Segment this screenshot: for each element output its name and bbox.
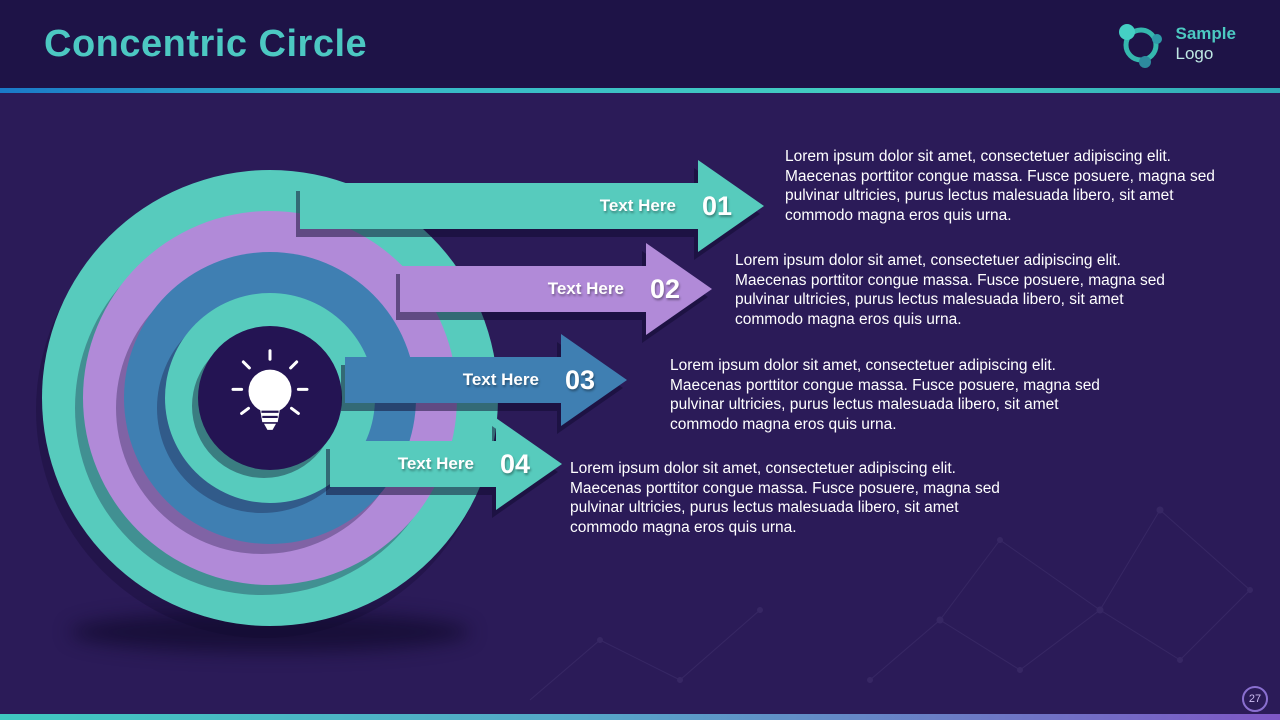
item-label: Text Here <box>397 454 474 473</box>
item-description-3: Lorem ipsum dolor sit amet, consectetuer… <box>670 357 1100 434</box>
background-pattern <box>529 607 763 701</box>
page-number-badge: 27 <box>1242 686 1268 712</box>
arrow-tip <box>646 243 712 335</box>
item-number: 02 <box>649 273 680 304</box>
arrow-item-3: Text Here 03 <box>345 334 627 426</box>
logo: Sample Logo <box>1114 18 1236 70</box>
lightbulb-icon <box>231 349 309 430</box>
arrow-shaft <box>330 441 496 487</box>
footer-divider <box>0 714 1280 720</box>
logo-line2: Logo <box>1175 44 1214 63</box>
logo-icon <box>1118 24 1162 68</box>
arrow-caption: Text Here 01 <box>600 183 732 229</box>
arrow-caption: Text Here 03 <box>463 357 595 403</box>
item-description-2: Lorem ipsum dolor sit amet, consectetuer… <box>735 252 1165 329</box>
item-description-1: Lorem ipsum dolor sit amet, consectetuer… <box>785 148 1215 225</box>
slide-title: Concentric Circle <box>44 22 368 65</box>
page-number: 27 <box>1248 693 1262 705</box>
background-pattern <box>867 506 1253 683</box>
arrow-tip <box>496 418 562 510</box>
arrow-item-4: Text Here 04 <box>330 418 562 510</box>
arrow-shaft <box>300 183 698 229</box>
logo-line1: Sample <box>1175 24 1236 44</box>
arrow-caption: Text Here 04 <box>398 441 530 487</box>
item-label: Text Here <box>547 279 624 298</box>
item-number: 04 <box>499 448 530 479</box>
arrow-tip <box>698 160 764 252</box>
header-divider <box>0 88 1280 93</box>
arrow-tip <box>561 334 627 426</box>
logo-text: Sample Logo <box>1176 24 1236 63</box>
arrow-shaft <box>345 357 561 403</box>
arrow-item-1: Text Here 01 <box>300 160 764 252</box>
item-label: Text Here <box>462 370 539 389</box>
arrow-item-2: Text Here 02 <box>400 243 712 335</box>
item-number: 01 <box>701 190 732 221</box>
arrow-caption: Text Here 02 <box>548 266 680 312</box>
item-description-4: Lorem ipsum dolor sit amet, consectetuer… <box>570 460 1000 537</box>
header-bar: Concentric Circle Sample Logo <box>0 0 1280 88</box>
arrow-shaft <box>400 266 646 312</box>
center-circle <box>198 326 342 470</box>
item-number: 03 <box>564 364 595 395</box>
item-label: Text Here <box>599 196 676 215</box>
